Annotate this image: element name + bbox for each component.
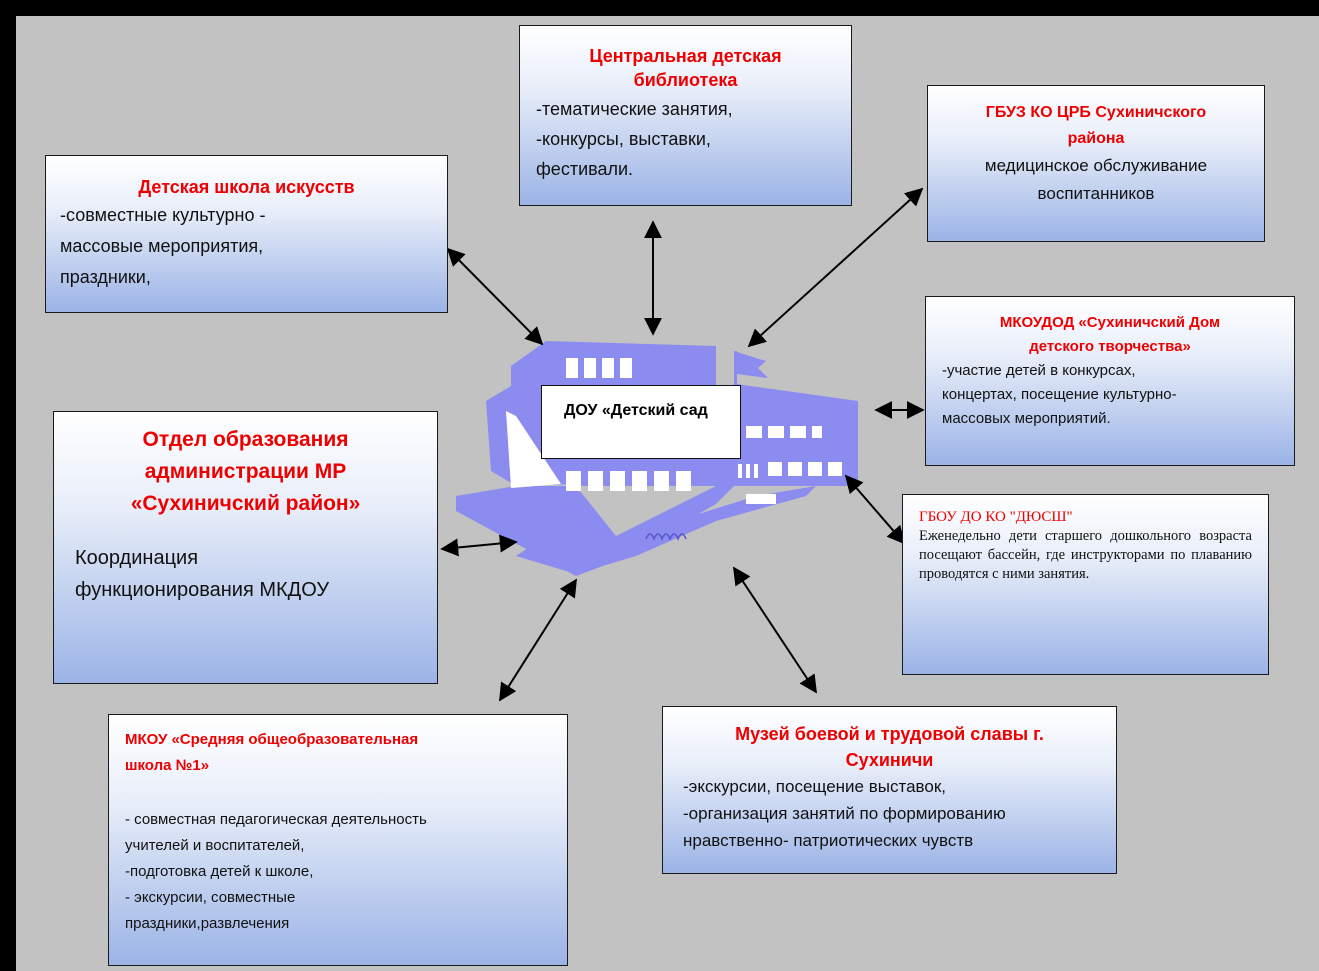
arrow-hospital <box>747 187 924 348</box>
hospital-body: медицинское обслуживание воспитанников <box>984 156 1208 203</box>
library-body: -тематические занятия, -конкурсы, выстав… <box>536 99 733 179</box>
education-dept-box: Отдел образования администрации МР «Сухи… <box>53 411 438 684</box>
art-school-box: Детская школа искусств -совместные культ… <box>45 155 448 313</box>
education-dept-title: Отдел образования администрации МР «Сухи… <box>130 428 361 515</box>
art-school-title: Детская школа искусств <box>138 177 355 197</box>
house-creativity-box: МКОУДОД «Сухиничский Дом детского творче… <box>925 296 1295 466</box>
library-title: Центральная детская библиотека <box>589 46 782 90</box>
hospital-title: ГБУЗ КО ЦРБ Сухиничского района <box>985 104 1207 147</box>
sports-school-title: ГБОУ ДО КО "ДЮСШ" <box>919 509 1073 525</box>
arrow-art-school <box>446 247 544 346</box>
museum-box: Музей боевой и трудовой славы г. Сухинич… <box>662 706 1117 874</box>
school1-box: МКОУ «Средняя общеобразовательная школа … <box>108 714 568 966</box>
arrow-museum <box>733 566 817 694</box>
school1-body: - совместная педагогическая деятельность… <box>125 811 427 932</box>
museum-title: Музей боевой и трудовой славы г. Сухинич… <box>735 724 1044 770</box>
house-creativity-body: -участие детей в конкурсах, концертах, п… <box>942 362 1177 427</box>
house-creativity-title: МКОУДОД «Сухиничский Дом детского творче… <box>999 314 1221 355</box>
hospital-box: ГБУЗ КО ЦРБ Сухиничского района медицинс… <box>927 85 1265 242</box>
diagram-canvas: ДОУ «Детский сад Центральная детская биб… <box>16 16 1319 971</box>
arrow-sports-school <box>844 474 906 545</box>
education-dept-body: Координация функционирования МКДОУ <box>75 547 330 601</box>
museum-body: -экскурсии, посещение выставок, -организ… <box>683 777 1006 850</box>
art-school-body: -совместные культурно - массовые меропри… <box>60 205 266 287</box>
connection-arrows <box>440 187 925 702</box>
kindergarten-label: ДОУ «Детский сад <box>541 385 741 459</box>
school1-title: МКОУ «Средняя общеобразовательная школа … <box>125 731 419 774</box>
library-box: Центральная детская библиотека -тематиче… <box>519 25 852 206</box>
sports-school-box: ГБОУ ДО КО "ДЮСШ" Еженедельно дети старш… <box>902 494 1269 675</box>
arrow-school1 <box>499 578 577 702</box>
arrow-education-dept <box>440 534 518 557</box>
sports-school-body: Еженедельно дети старшего дошкольного во… <box>919 528 1252 582</box>
